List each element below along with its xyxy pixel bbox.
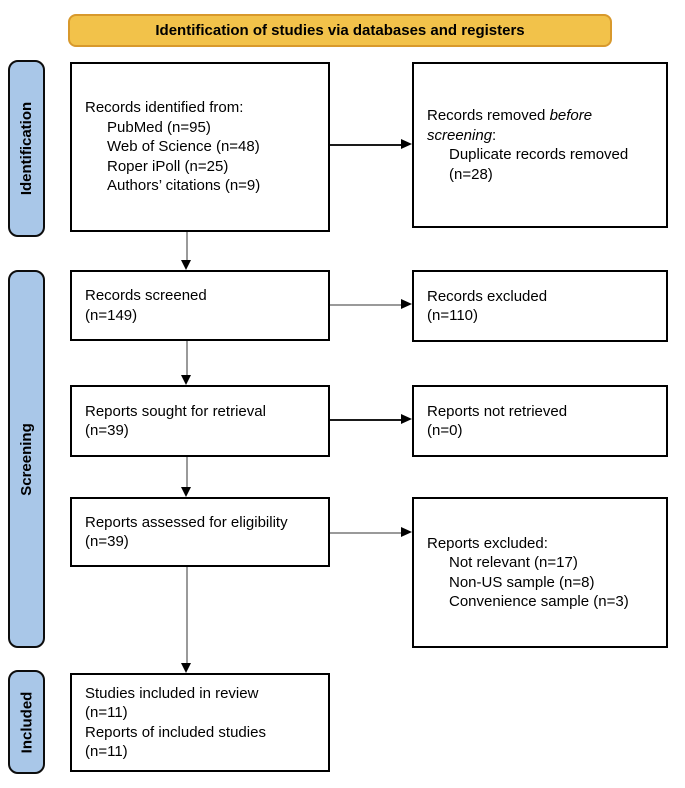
arrowhead-down-assessed-to-included-icon bbox=[181, 663, 191, 673]
box-text-line: Duplicate records removed bbox=[449, 146, 629, 163]
box-text-line: Web of Science (n=48) bbox=[107, 138, 260, 156]
stage-identification: Identification bbox=[8, 60, 45, 237]
box-text-line: Records removed before bbox=[427, 107, 593, 124]
box-text-line: Studies included in review bbox=[85, 684, 259, 702]
box-text-line: screening: bbox=[427, 126, 497, 144]
connector-identified-to-removed-line bbox=[330, 144, 401, 146]
stage-included-label: Included bbox=[18, 691, 36, 753]
box-text-line: (n=110) bbox=[427, 307, 479, 324]
box-text-line: Authors’ citations (n=9) bbox=[107, 177, 261, 195]
box-text-line: (n=149) bbox=[85, 306, 138, 324]
box-text-line: Roper iPoll (n=25) bbox=[107, 157, 229, 175]
arrowhead-right-screened-to-excluded-icon bbox=[401, 299, 412, 309]
banner-identification-via-databases: Identification of studies via databases … bbox=[68, 14, 612, 47]
arrowhead-right-identified-to-removed-icon bbox=[401, 139, 412, 149]
box-text-line: Records screened bbox=[85, 287, 207, 304]
box-text-line: Reports not retrieved bbox=[427, 402, 568, 420]
connector-sought-to-assessed-line bbox=[186, 457, 188, 487]
box-reports-assessed-for-eligibility: Reports assessed for eligibility (n=39) bbox=[70, 497, 330, 567]
box-text-line: PubMed (n=95) bbox=[107, 118, 211, 136]
connector-sought-to-not-retrieved-line bbox=[330, 419, 401, 421]
banner-label: Identification of studies via databases … bbox=[155, 22, 525, 39]
box-text-line: (n=39) bbox=[85, 422, 129, 439]
box-records-excluded: Records excluded (n=110) bbox=[412, 270, 668, 342]
arrowhead-right-sought-to-not-retrieved-icon bbox=[401, 414, 412, 424]
stage-included: Included bbox=[8, 670, 45, 774]
connector-screened-to-excluded-line bbox=[330, 304, 401, 306]
box-reports-not-retrieved: Reports not retrieved (n=0) bbox=[412, 385, 668, 457]
box-reports-sought-for-retrieval: Reports sought for retrieval (n=39) bbox=[70, 385, 330, 457]
arrowhead-down-screened-to-sought-icon bbox=[181, 375, 191, 385]
box-text-line: Reports excluded: bbox=[427, 534, 548, 552]
arrowhead-right-assessed-to-reports-excluded-icon bbox=[401, 527, 412, 537]
box-text-line: Non-US sample (n=8) bbox=[449, 573, 595, 591]
box-text-line: Not relevant (n=17) bbox=[449, 554, 578, 571]
box-records-identified: Records identified from:PubMed (n=95) Web… bbox=[70, 62, 330, 232]
box-text-line: (n=39) bbox=[85, 533, 129, 550]
box-text-line: Records identified from: bbox=[85, 99, 244, 117]
box-text-line: (n=11) bbox=[85, 704, 128, 721]
box-records-removed-before-screening: Records removed before screening: Duplicat… bbox=[412, 62, 668, 228]
box-text-line: (n=0) bbox=[427, 422, 463, 439]
box-studies-included-in-review: Studies included in review (n=11) Reports … bbox=[70, 673, 330, 772]
arrowhead-down-identified-to-screened-icon bbox=[181, 260, 191, 270]
box-reports-excluded: Reports excluded: Not relevant (n=17) Non-… bbox=[412, 497, 668, 648]
stage-screening: Screening bbox=[8, 270, 45, 648]
box-text-line: Records excluded bbox=[427, 287, 548, 305]
arrowhead-down-sought-to-assessed-icon bbox=[181, 487, 191, 497]
box-text-line: Reports assessed for eligibility bbox=[85, 513, 288, 531]
box-records-screened: Records screened (n=149) bbox=[70, 270, 330, 341]
connector-assessed-to-reports-excluded-line bbox=[330, 532, 401, 534]
stage-identification-label: Identification bbox=[18, 101, 35, 196]
box-text-line: (n=28) bbox=[449, 165, 493, 183]
connector-assessed-to-included-line bbox=[186, 567, 188, 663]
stage-screening-label: Screening bbox=[18, 422, 35, 496]
box-text-line: Reports sought for retrieval bbox=[85, 402, 266, 420]
box-text-line: Reports of included studies bbox=[85, 723, 266, 741]
box-text-line: (n=11) bbox=[85, 743, 128, 760]
connector-screened-to-sought-line bbox=[186, 341, 188, 375]
connector-identified-to-screened-line bbox=[186, 232, 188, 260]
box-text-line: Convenience sample (n=3) bbox=[449, 593, 629, 610]
